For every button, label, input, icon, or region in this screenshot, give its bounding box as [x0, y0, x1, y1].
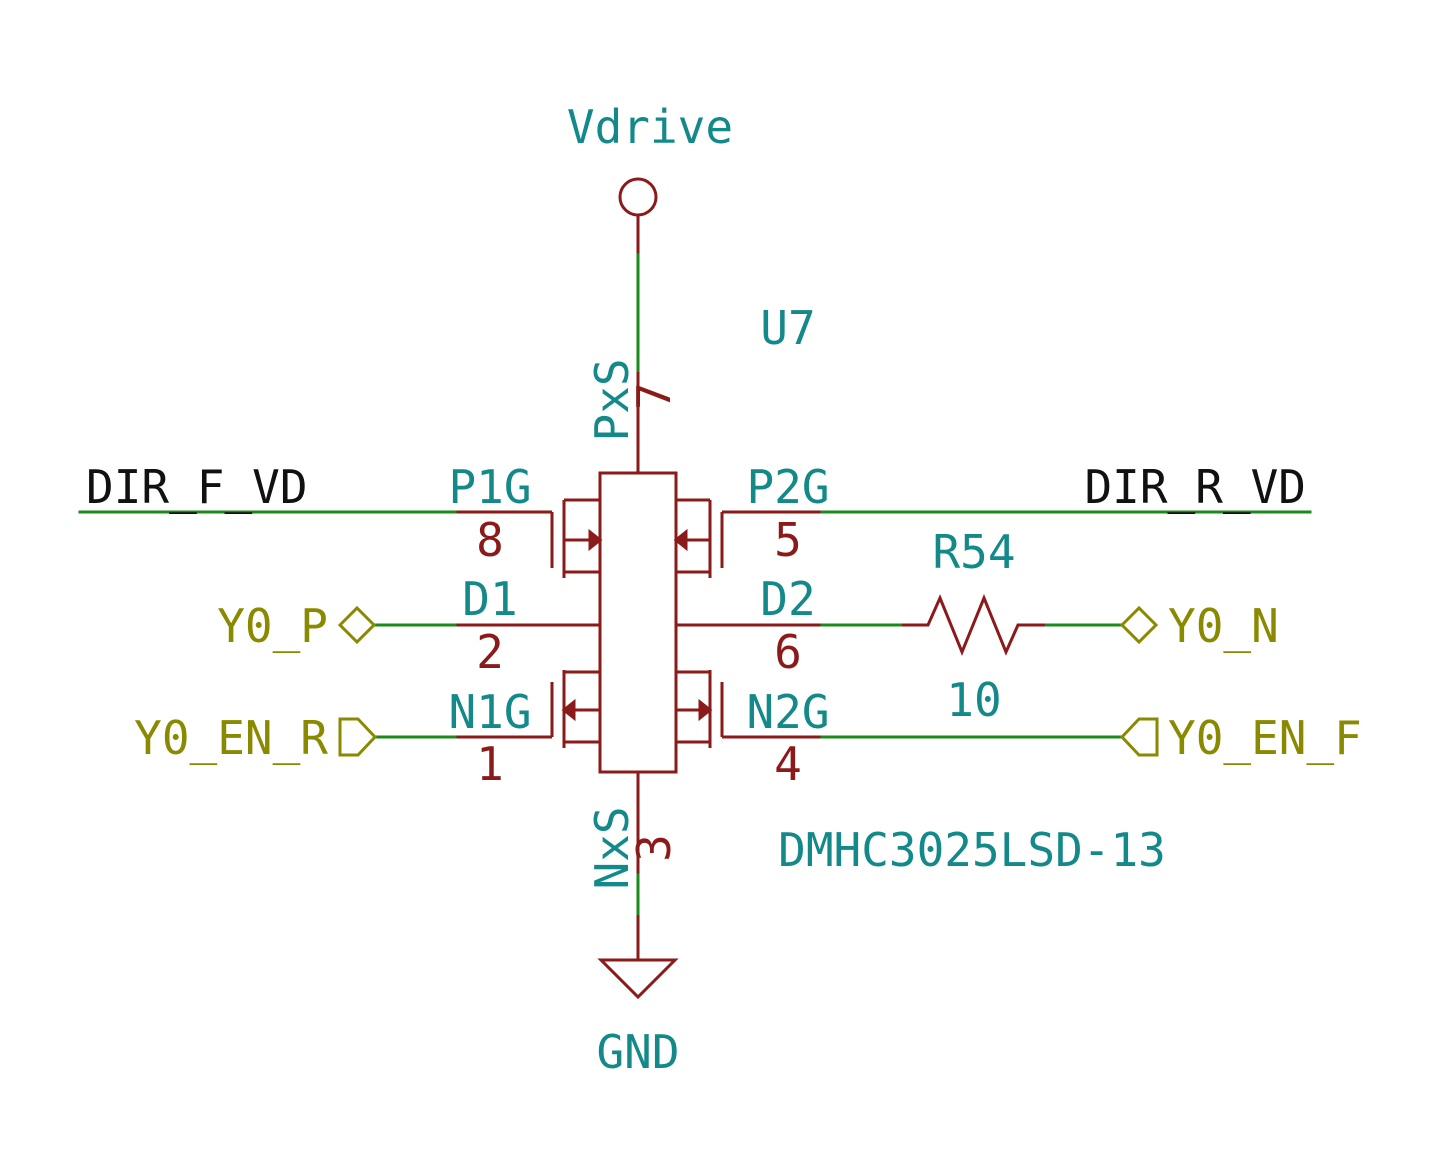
pin-name-d2: D2	[760, 572, 815, 626]
bidirectional-port-icon	[337, 605, 377, 645]
hier-label-text: Y0_N	[1168, 599, 1279, 653]
component-value: DMHC3025LSD-13	[778, 823, 1166, 877]
hier-label-y0-en-f[interactable]: Y0_EN_F	[1119, 711, 1362, 765]
vdrive-power-symbol[interactable]: Vdrive	[567, 100, 733, 255]
resistor-value: 10	[946, 673, 1001, 727]
input-port-icon	[338, 717, 378, 757]
gnd-power-symbol[interactable]: GND	[596, 915, 680, 1079]
hier-label-text: Y0_P	[217, 599, 328, 653]
gnd-label: GND	[596, 1025, 679, 1079]
hier-label-y0-en-r[interactable]: Y0_EN_R	[134, 711, 378, 765]
hier-label-y0-p[interactable]: Y0_P	[217, 599, 377, 653]
hier-label-y0-n[interactable]: Y0_N	[1119, 599, 1279, 653]
pin-number-7: 7	[627, 382, 681, 410]
vdrive-label: Vdrive	[567, 100, 733, 154]
pin-name-n1g: N1G	[448, 685, 531, 739]
input-port-icon	[1119, 717, 1159, 757]
net-label-dir-f: DIR_F_VD	[86, 460, 308, 514]
n2-arrow-icon	[698, 698, 713, 722]
pin-number-6: 6	[774, 625, 802, 679]
resistor-ref: R54	[932, 525, 1015, 579]
pin-name-p1g: P1G	[448, 460, 531, 514]
pin-name-p2g: P2G	[746, 460, 829, 514]
bidirectional-port-icon	[1119, 605, 1159, 645]
pin-name-pxs: PxS	[585, 358, 639, 441]
power-circle-icon	[618, 177, 658, 217]
pin-name-nxs: NxS	[585, 806, 639, 889]
pin-number-5: 5	[774, 513, 802, 567]
hier-label-text: Y0_EN_R	[134, 711, 328, 765]
hier-label-text: Y0_EN_F	[1168, 711, 1362, 765]
pin-number-3: 3	[627, 834, 681, 862]
net-label-dir-r: DIR_R_VD	[1084, 460, 1306, 514]
pin-name-n2g: N2G	[746, 685, 829, 739]
p2-arrow-icon	[673, 528, 688, 552]
pin-number-4: 4	[774, 737, 802, 791]
pin-name-d1: D1	[462, 572, 517, 626]
pin-number-2: 2	[476, 625, 504, 679]
pin-number-8: 8	[476, 513, 504, 567]
package-bottom-outline	[598, 672, 678, 774]
ground-triangle-icon	[597, 958, 679, 1000]
p1-arrow-icon	[588, 528, 603, 552]
r54-resistor-symbol[interactable]: R54 10	[902, 525, 1045, 727]
package-top-outline	[598, 471, 678, 572]
resistor-zigzag-icon	[902, 594, 1045, 656]
component-ref: U7	[760, 301, 815, 355]
n1-arrow-icon	[561, 698, 576, 722]
u7-mosfet-symbol[interactable]: P1G P2G D1 D2 N1G N2G PxS NxS 8 5 2 6 1 …	[448, 301, 1165, 890]
pin-number-1: 1	[476, 737, 504, 791]
